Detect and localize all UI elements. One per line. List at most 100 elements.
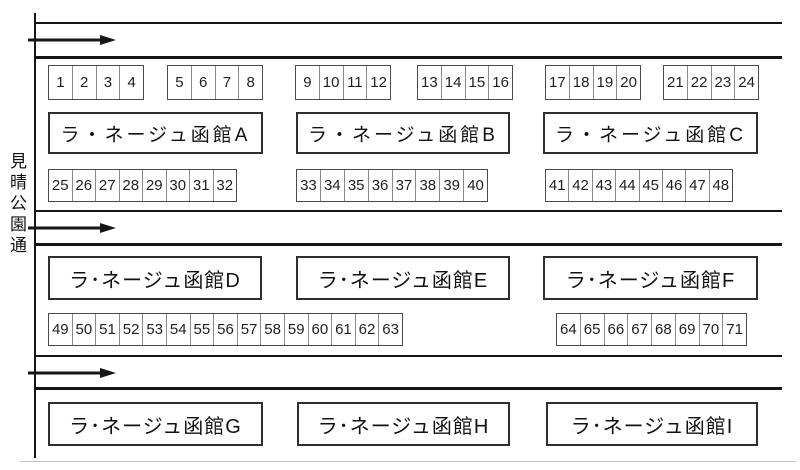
building-label-b: ラ・ネージュ函館B	[296, 112, 510, 154]
parking-space-11: 11	[342, 66, 367, 99]
parking-space-41: 41	[548, 177, 566, 194]
building-label-d: ラ･ネージュ函館D	[48, 256, 262, 300]
parking-space-30: 30	[165, 170, 190, 201]
parking-space-37: 37	[391, 170, 416, 201]
bottom-faint-line	[20, 461, 796, 462]
parking-space-21: 21	[667, 74, 684, 91]
building-label-i: ラ･ネージュ函館I	[546, 402, 758, 446]
parking-space-2: 2	[71, 66, 96, 99]
parking-space-43: 43	[591, 170, 615, 201]
parking-space-12: 12	[366, 66, 390, 99]
parking-space-19: 19	[592, 66, 617, 99]
building-label-e: ラ･ネージュ函館E	[296, 256, 510, 300]
right-arrow-icon	[28, 368, 116, 378]
parking-space-22: 22	[686, 66, 711, 99]
parking-space-17: 17	[549, 74, 566, 91]
parking-space-54: 54	[165, 314, 190, 345]
road-line-top-upper	[35, 22, 782, 24]
parking-space-1: 1	[56, 74, 65, 91]
road-line-top-lower	[35, 56, 782, 59]
parking-space-45: 45	[638, 170, 662, 201]
parking-space-40: 40	[463, 170, 487, 201]
parking-space-13: 13	[421, 74, 438, 91]
street-vertical-line	[34, 13, 36, 458]
parking-space-65: 65	[579, 314, 604, 345]
parking-space-35: 35	[343, 170, 368, 201]
parking-space-44: 44	[615, 170, 638, 201]
parking-space-3: 3	[95, 66, 120, 99]
parking-space-8: 8	[238, 66, 262, 99]
building-label-g: ラ･ネージュ函館G	[48, 402, 263, 446]
building-label-h: ラ･ネージュ函館H	[297, 402, 510, 446]
parking-space-67: 67	[627, 314, 651, 345]
parking-space-24: 24	[734, 66, 758, 99]
parking-space-25: 25	[51, 177, 69, 194]
road-line-bottom-lower	[35, 387, 782, 390]
parking-space-34: 34	[319, 170, 344, 201]
parking-space-38: 38	[415, 170, 439, 201]
parking-space-51: 51	[95, 314, 119, 345]
parking-space-16: 16	[488, 66, 512, 99]
parking-space-42: 42	[568, 170, 591, 201]
parking-space-52: 52	[118, 314, 143, 345]
parking-space-62: 62	[354, 314, 379, 345]
road-line-bottom-upper	[35, 355, 782, 357]
parking-space-7: 7	[214, 66, 239, 99]
parking-space-71: 71	[722, 314, 746, 345]
parking-space-59: 59	[283, 314, 308, 345]
parking-space-46: 46	[661, 170, 685, 201]
building-label-a: ラ・ネージュ函館A	[48, 112, 263, 154]
parking-space-48: 48	[708, 170, 732, 201]
parking-space-60: 60	[307, 314, 332, 345]
parking-space-50: 50	[71, 314, 96, 345]
parking-space-70: 70	[698, 314, 723, 345]
parking-space-27: 27	[95, 170, 119, 201]
road-line-mid-lower	[35, 243, 782, 246]
parking-space-63: 63	[378, 314, 402, 345]
parking-space-56: 56	[213, 314, 237, 345]
parking-space-26: 26	[71, 170, 96, 201]
building-label-c: ラ・ネージュ函館C	[543, 112, 758, 154]
building-label-f: ラ･ネージュ函館F	[543, 256, 758, 300]
parking-space-64: 64	[560, 321, 577, 338]
parking-space-66: 66	[603, 314, 628, 345]
parking-space-15: 15	[464, 66, 489, 99]
parking-space-31: 31	[189, 170, 213, 201]
parking-space-28: 28	[118, 170, 143, 201]
parking-space-10: 10	[318, 66, 343, 99]
parking-space-18: 18	[568, 66, 593, 99]
right-arrow-icon	[28, 35, 116, 45]
parking-space-32: 32	[212, 170, 237, 201]
parking-space-29: 29	[142, 170, 166, 201]
parking-space-33: 33	[300, 177, 317, 194]
right-arrow-icon	[28, 223, 116, 233]
parking-space-23: 23	[710, 66, 735, 99]
parking-space-69: 69	[674, 314, 699, 345]
parking-space-5: 5	[175, 74, 184, 91]
parking-space-68: 68	[651, 314, 675, 345]
parking-space-36: 36	[367, 170, 392, 201]
parking-space-57: 57	[236, 314, 261, 345]
parking-space-53: 53	[142, 314, 166, 345]
street-name-label: 見晴公園通	[7, 152, 26, 257]
parking-space-14: 14	[440, 66, 465, 99]
parking-space-20: 20	[616, 66, 640, 99]
parking-space-9: 9	[303, 74, 312, 91]
parking-space-49: 49	[51, 321, 69, 338]
parking-space-61: 61	[331, 314, 355, 345]
road-line-mid-upper	[35, 210, 782, 212]
parking-space-6: 6	[190, 66, 215, 99]
parking-space-55: 55	[189, 314, 214, 345]
parking-space-58: 58	[260, 314, 284, 345]
